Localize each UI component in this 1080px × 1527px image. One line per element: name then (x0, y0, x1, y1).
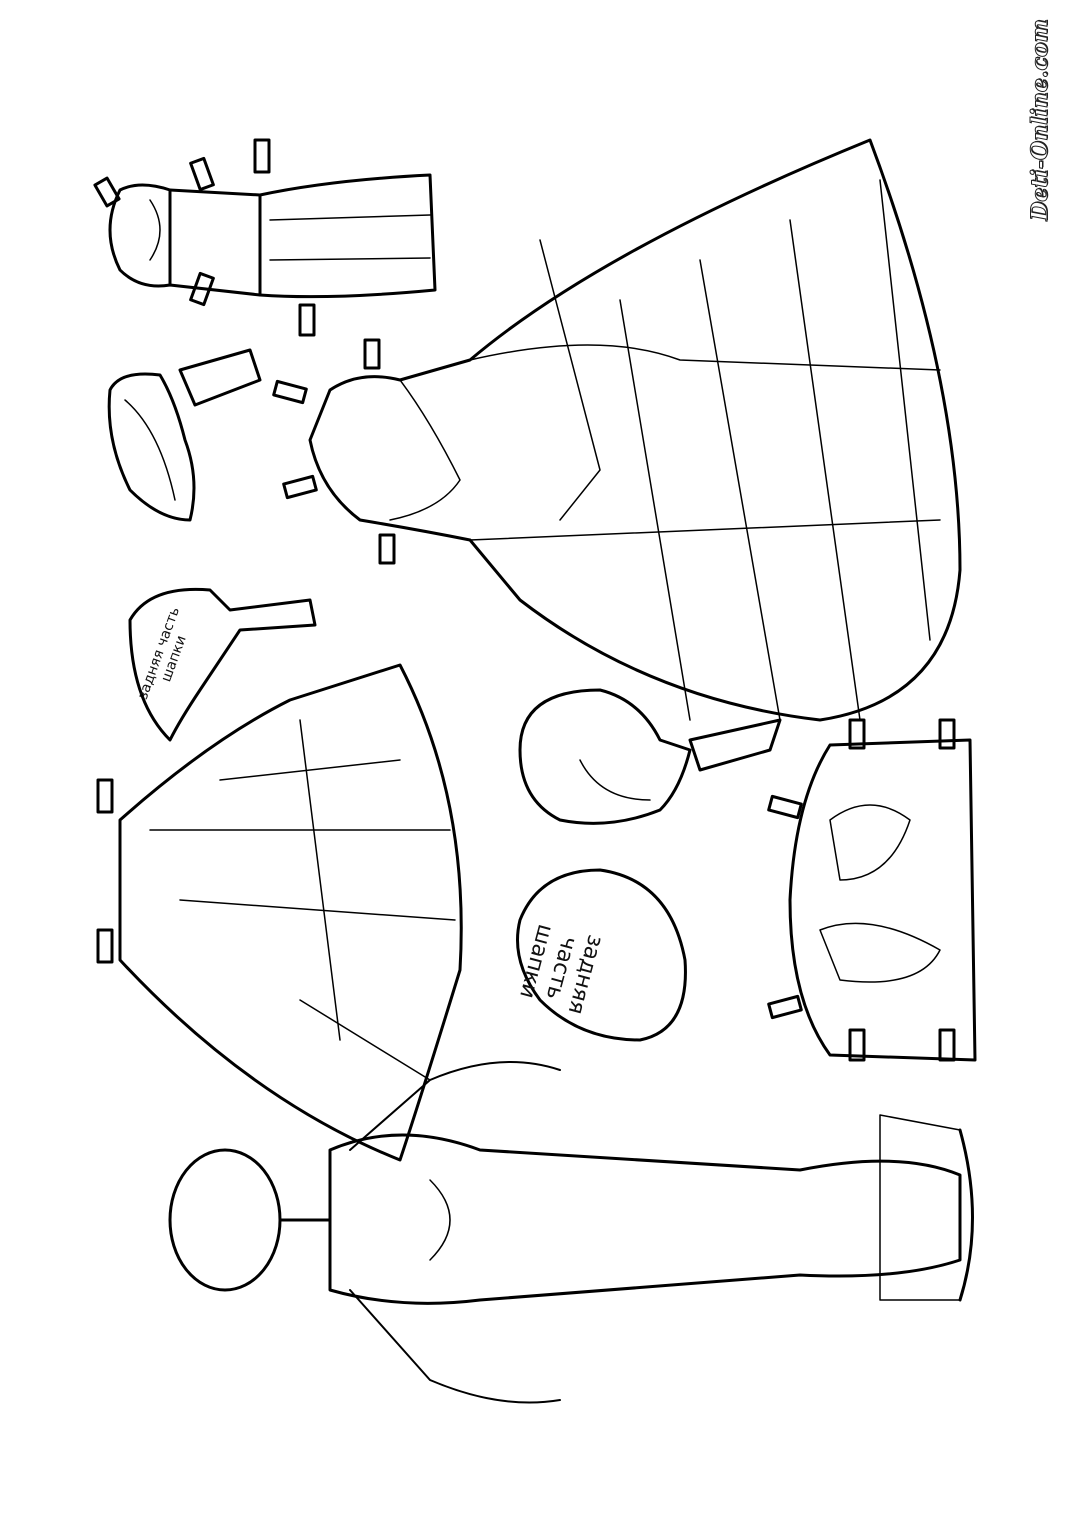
paper-doll-figure (168, 1061, 974, 1404)
hat-back-piece-small (128, 587, 317, 742)
bonnet-hat (518, 688, 782, 825)
site-watermark: Deti-Online.com (1020, 19, 1060, 222)
boot-accessory (107, 348, 262, 522)
shoes-outfit (767, 718, 977, 1062)
short-dress-outfit (93, 138, 437, 337)
cone-skirt-outfit (96, 663, 463, 1162)
hat-back-piece-large (516, 868, 687, 1042)
watermark-text: Deti-Online.com (1027, 19, 1054, 222)
ball-gown-outfit (272, 138, 962, 722)
